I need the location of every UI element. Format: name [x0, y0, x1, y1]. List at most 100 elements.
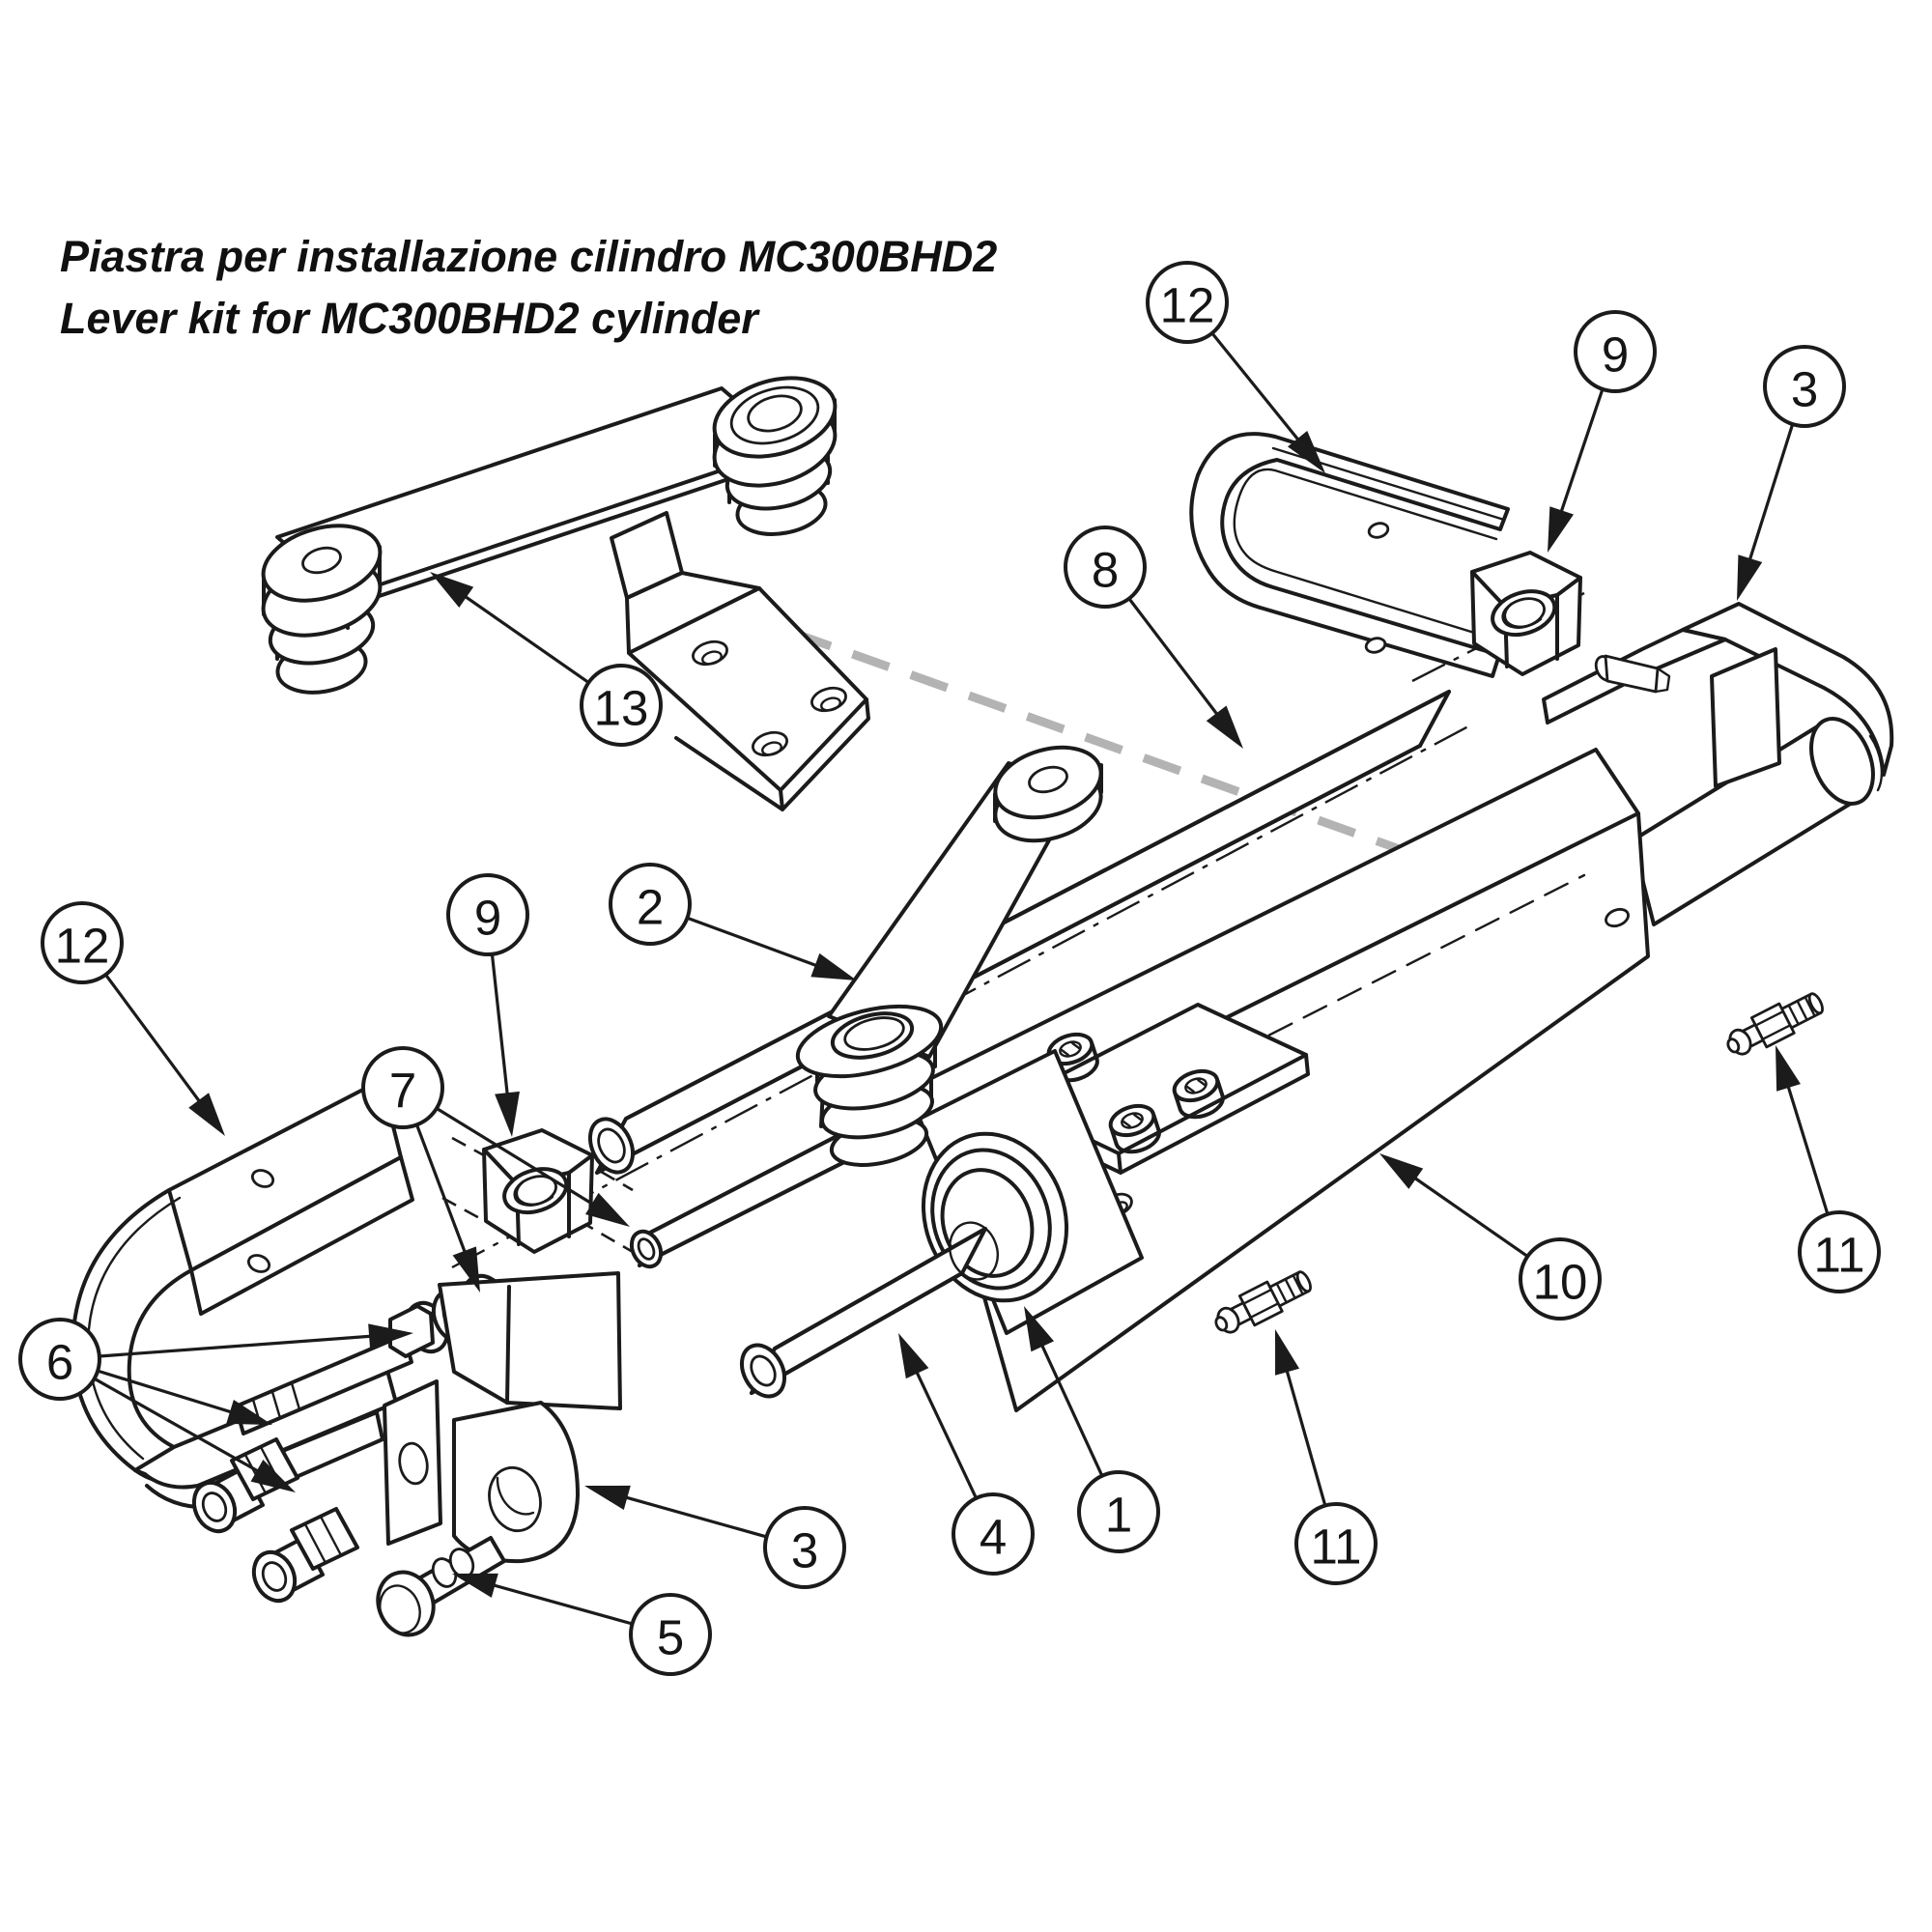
- phantom-dashed-line: [734, 608, 1453, 872]
- link-arm-assembly-shape: [674, 697, 870, 811]
- cylinder-body-shape: [1809, 716, 1875, 807]
- spring-clip-right-shape: [1233, 468, 1498, 641]
- tie-rod-tubes-shape: [597, 1127, 626, 1164]
- callout-c3-top-balloon: [1763, 345, 1846, 428]
- callout-c9-left-leader-0: [490, 953, 511, 1109]
- callout-c10-number: 10: [1533, 1255, 1588, 1310]
- callout-c8-number: 8: [1092, 543, 1119, 598]
- callout-c4-leader-0: [909, 1358, 978, 1499]
- tiller-clevis-assembly: [191, 1271, 622, 1637]
- callout-c10-leader-0: [1402, 1168, 1529, 1258]
- figure-title-italian: Piastra per installazione cilindro MC300…: [60, 232, 998, 281]
- callout-c3-bottom-number: 3: [791, 1523, 818, 1578]
- hose-fitting-lower-shape: [261, 1561, 288, 1592]
- banjo-bolt: [376, 1536, 506, 1637]
- callout-c3-bottom-arrowhead-0: [584, 1485, 631, 1510]
- callout-c1-leader-0: [1035, 1331, 1104, 1477]
- callout-c8-leader-0: [1127, 597, 1228, 727]
- link-arm-assembly-shape: [701, 650, 723, 666]
- callout-c2-balloon: [609, 863, 692, 946]
- cylinder-end-clevis-right-shape: [1654, 667, 1671, 694]
- spring-clip-left-shape: [250, 1169, 275, 1188]
- callout-c9-left-number: 9: [474, 891, 501, 946]
- callout-c3-bottom-leader-0: [611, 1492, 767, 1539]
- cylinder-head: [918, 1049, 1144, 1335]
- callout-c5-arrowhead-0: [452, 1573, 498, 1598]
- callout-c13-balloon: [580, 664, 663, 747]
- cylinder-end-clevis-right: [1542, 602, 1894, 788]
- spring-clip-left: [71, 1078, 414, 1510]
- callout-c12-left-leader-0: [104, 974, 210, 1114]
- callout-c11-bottom-balloon: [1294, 1502, 1378, 1585]
- callout-c10-arrowhead-0: [1379, 1153, 1424, 1189]
- cylinder-end-clevis-right-shape: [1710, 647, 1781, 788]
- callout-c12-top-number: 12: [1160, 278, 1215, 333]
- tie-rod-tubes-shape: [637, 1237, 656, 1261]
- callout-c11-right-arrowhead-0: [1776, 1045, 1801, 1092]
- spring-clip-left-shape: [246, 1254, 271, 1273]
- callout-c6-leader-1: [97, 1369, 245, 1418]
- callout-c12-top-balloon: [1146, 261, 1229, 344]
- link-arm-assembly-shape: [761, 741, 782, 756]
- phantom-alignment-line: [734, 608, 1453, 872]
- hose-fitting-lower-shape: [303, 1515, 342, 1563]
- steering-lever-shape: [843, 1016, 905, 1051]
- callout-c7-number: 7: [389, 1064, 416, 1119]
- callout-c11-right-balloon: [1798, 1210, 1881, 1293]
- callout-c3-top-arrowhead-0: [1737, 554, 1763, 601]
- callout-c1-arrowhead-0: [1024, 1306, 1055, 1352]
- callout-c11-right-leader-0: [1782, 1072, 1830, 1215]
- callout-c13-arrowhead-0: [430, 572, 474, 608]
- callout-c8-arrowhead-0: [1206, 705, 1243, 749]
- callout-c4-number: 4: [980, 1510, 1007, 1565]
- callout-c12-left-number: 12: [55, 919, 110, 974]
- callout-c10-balloon: [1519, 1237, 1602, 1321]
- callout-c9-top-arrowhead-0: [1548, 506, 1574, 553]
- callout-c6-balloon: [18, 1318, 101, 1401]
- callout-c12-top-leader-0: [1210, 331, 1309, 452]
- tiller-clevis-assembly-shape: [505, 1285, 511, 1405]
- callout-c4-arrowhead-0: [898, 1333, 929, 1379]
- spring-clip-right: [1189, 432, 1510, 678]
- tiller-clevis-assembly-shape: [398, 1441, 429, 1486]
- callout-c2-number: 2: [637, 880, 664, 935]
- callout-c6-leader-2: [93, 1377, 271, 1480]
- callout-c6-arrowhead-2: [250, 1460, 296, 1492]
- tiller-clevis-assembly-shape: [234, 1333, 413, 1435]
- callout-c5-balloon: [629, 1593, 712, 1676]
- callout-c6-leader-0: [99, 1333, 385, 1358]
- callout-c6-arrowhead-0: [368, 1323, 413, 1350]
- cylinder-body-shape: [1605, 907, 1630, 928]
- callout-c3-bottom-balloon: [763, 1506, 846, 1589]
- callout-c11-bottom-arrowhead-0: [1275, 1329, 1300, 1376]
- callout-c6-number: 6: [46, 1335, 73, 1390]
- cylinder-end-clevis-right-shape: [1882, 744, 1893, 777]
- callout-c3-top-number: 3: [1791, 362, 1818, 417]
- callout-c12-top-arrowhead-0: [1287, 431, 1325, 473]
- piston-rod-shape: [750, 1354, 777, 1387]
- callout-c9-left-balloon: [446, 873, 529, 956]
- tie-rod-tubes-shape: [595, 690, 1451, 1175]
- callout-c7-leader-0: [414, 1123, 471, 1266]
- link-arm-assembly-shape: [820, 696, 841, 712]
- tiller-clevis-assembly-shape: [496, 1476, 535, 1516]
- spring-clip-left-shape: [127, 1268, 193, 1449]
- spring-clip-right-shape: [1367, 522, 1390, 539]
- spring-clip-right-shape: [1364, 637, 1387, 654]
- spring-clip-right-shape: [1189, 432, 1510, 678]
- callout-c9-left-arrowhead-0: [495, 1091, 520, 1137]
- hose-fitting-lower: [251, 1507, 359, 1604]
- callout-c5-number: 5: [657, 1610, 684, 1665]
- callout-c11-right-number: 11: [1814, 1228, 1865, 1283]
- steering-lever: [795, 745, 1103, 1167]
- link-arm-assembly-shape: [747, 394, 803, 433]
- callout-c7-arrowhead-1: [584, 1192, 630, 1227]
- steering-lever-shape: [1028, 765, 1068, 794]
- callout-c2-leader-0: [686, 916, 831, 973]
- callout-c8-balloon: [1064, 526, 1147, 609]
- link-arm-assembly: [261, 376, 870, 811]
- callout-c12-left-balloon: [41, 901, 124, 984]
